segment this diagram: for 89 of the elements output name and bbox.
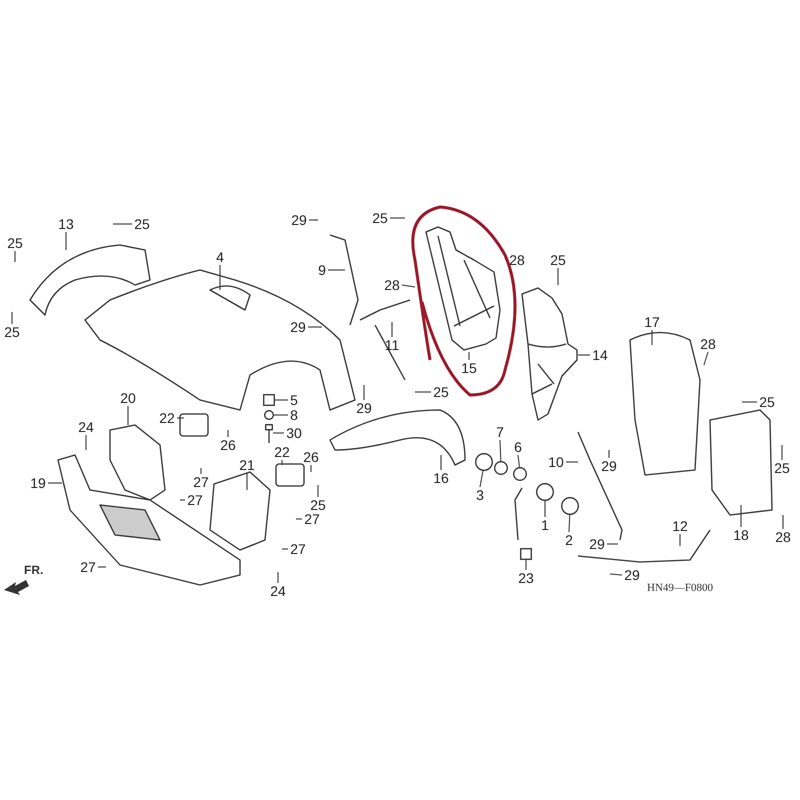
- clip-drawing: [263, 394, 275, 406]
- callout-number: 25: [134, 217, 150, 231]
- leader-line: [468, 352, 470, 360]
- leader-line: [480, 470, 484, 488]
- callout-number: 23: [518, 571, 534, 585]
- leader-line: [568, 514, 570, 532]
- callout-number: 2: [565, 533, 573, 547]
- leader-line: [48, 482, 62, 484]
- callout-number: 22: [159, 411, 175, 425]
- callout-number: 28: [384, 278, 400, 292]
- direction-label: FR.: [24, 563, 44, 577]
- callout-number: 27: [80, 560, 96, 574]
- callout-number: 1: [541, 518, 549, 532]
- leader-line: [782, 514, 784, 530]
- leader-line: [518, 454, 520, 468]
- callout-number: 3: [476, 488, 484, 502]
- callout-number: 27: [187, 493, 203, 507]
- callout-number: 25: [310, 498, 326, 512]
- leader-line: [704, 352, 708, 366]
- callout-number: 24: [78, 420, 94, 434]
- diagram-code: HN49—F0800: [647, 582, 714, 594]
- callout-number: 25: [4, 325, 20, 339]
- callout-number: 29: [601, 459, 617, 473]
- callout-number: 28: [775, 530, 791, 544]
- callout-number: 27: [290, 542, 306, 556]
- callout-number: 25: [372, 211, 388, 225]
- callout-number: 29: [356, 401, 372, 415]
- callout-number: 27: [193, 475, 209, 489]
- callout-number: 19: [30, 476, 46, 490]
- callout-number: 14: [592, 348, 608, 362]
- panel-drawing: [265, 424, 273, 444]
- callout-number: 10: [548, 455, 564, 469]
- leader-line: [14, 250, 16, 262]
- leader-line: [608, 450, 610, 458]
- round-part-drawing: [264, 410, 274, 420]
- callout-number: 29: [589, 537, 605, 551]
- callout-number: 11: [384, 338, 400, 352]
- leader-line: [740, 504, 742, 528]
- callout-number: 4: [216, 250, 224, 264]
- callout-number: 28: [509, 253, 525, 267]
- leader-line: [500, 440, 502, 462]
- round-part-drawing: [494, 461, 508, 475]
- callout-number: 25: [433, 385, 449, 399]
- callout-number: 6: [514, 440, 522, 454]
- leader-line: [308, 326, 322, 328]
- round-part-drawing: [475, 453, 493, 471]
- round-part-drawing: [536, 483, 554, 501]
- callout-number: 29: [291, 213, 307, 227]
- callout-number: 16: [433, 471, 449, 485]
- callout-number: 18: [733, 528, 749, 542]
- callout-number: 21: [239, 458, 255, 472]
- callout-number: 29: [290, 320, 306, 334]
- callout-number: 25: [7, 236, 23, 250]
- round-part-drawing: [561, 497, 579, 515]
- callout-number: 22: [274, 445, 290, 459]
- callout-number: 28: [700, 337, 716, 351]
- leader-line: [246, 472, 248, 490]
- callout-number: 13: [58, 217, 74, 231]
- leader-line: [282, 548, 288, 550]
- callout-number: 25: [550, 253, 566, 267]
- callout-number: 20: [120, 391, 136, 405]
- callout-number: 25: [759, 395, 775, 409]
- callout-number: 15: [461, 361, 477, 375]
- callout-number: 7: [496, 425, 504, 439]
- callout-number: 5: [290, 393, 298, 407]
- leader-line: [610, 574, 622, 576]
- callout-number: 27: [304, 512, 320, 526]
- leader-line: [310, 464, 312, 472]
- callout-number: 30: [286, 426, 302, 440]
- callout-number: 17: [644, 315, 660, 329]
- callout-number: 26: [303, 450, 319, 464]
- callout-number: 24: [270, 584, 286, 598]
- leader-line: [296, 518, 302, 520]
- callout-number: 29: [624, 568, 640, 582]
- leader-line: [578, 354, 590, 356]
- leader-line: [402, 284, 416, 288]
- clip-drawing: [520, 548, 532, 560]
- callout-number: 12: [672, 519, 688, 533]
- leader-line: [200, 468, 202, 474]
- leader-line: [274, 414, 288, 416]
- leader-line: [544, 500, 546, 518]
- leader-line: [272, 432, 284, 434]
- callout-number: 26: [220, 438, 236, 452]
- leader-line: [98, 566, 106, 568]
- callout-number: 25: [774, 461, 790, 475]
- leader-line: [440, 454, 442, 470]
- callout-number: 8: [290, 408, 298, 422]
- callout-number: 9: [318, 263, 326, 277]
- round-part-drawing: [513, 467, 527, 481]
